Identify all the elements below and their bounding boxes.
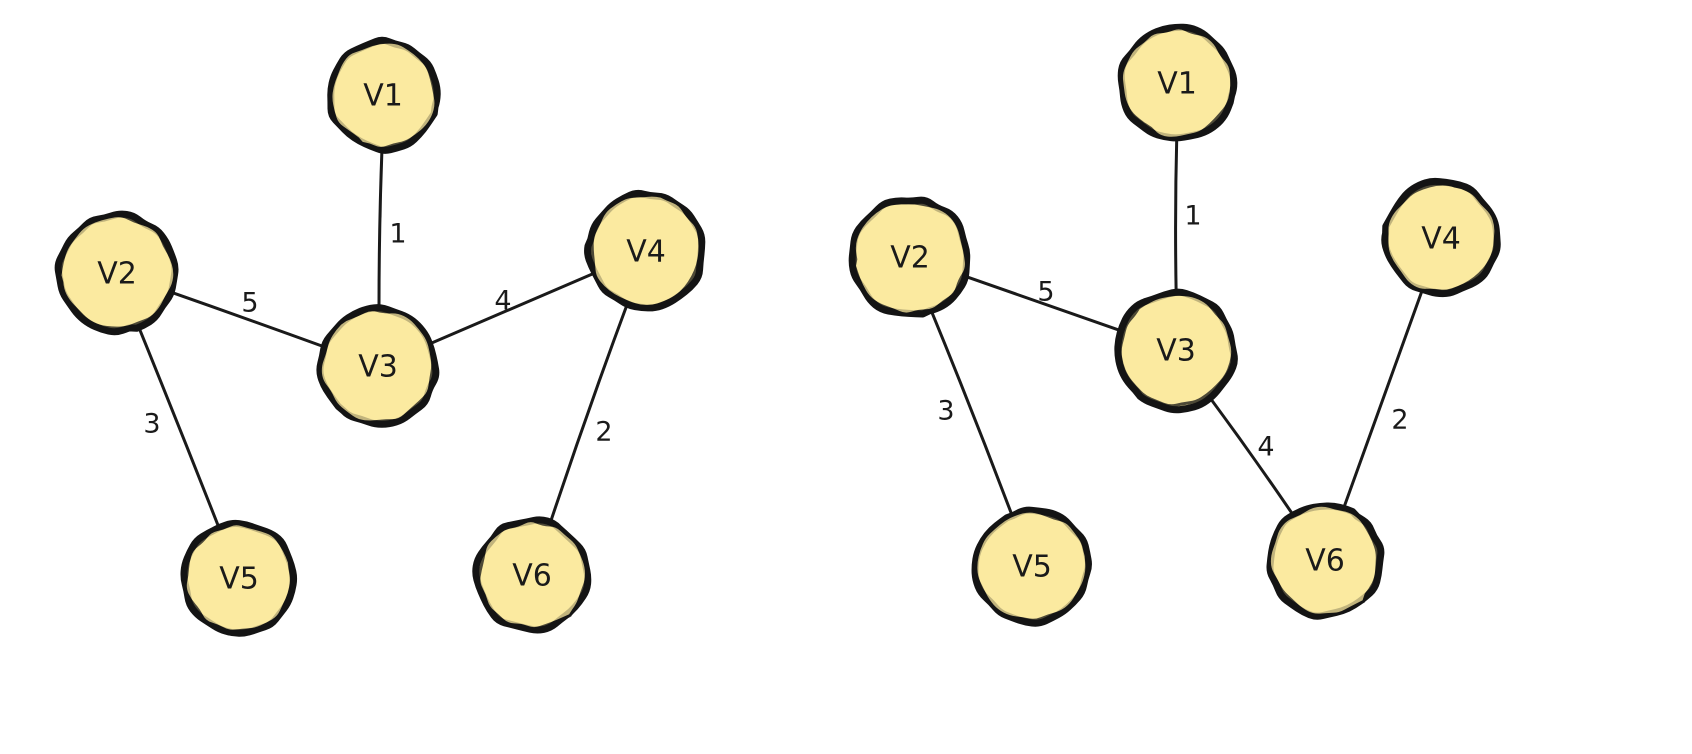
edge-left-graph-V4-V6 [547, 299, 630, 529]
node-label: V3 [1156, 334, 1196, 369]
edge-left-graph-V2-V3 [166, 289, 329, 350]
edge-weight-label: 4 [1257, 432, 1274, 463]
edge-weight-label: 3 [937, 396, 954, 427]
edge-weight-label: 5 [241, 288, 258, 319]
node-label: V2 [97, 257, 137, 292]
node-label: V1 [363, 79, 403, 114]
node-circle-overstroke [1385, 182, 1498, 293]
edges-layer [135, 133, 1425, 533]
edge-weight-label: 1 [1184, 201, 1201, 232]
node-circle-overstroke [58, 214, 177, 330]
node-right-graph-V5[interactable]: V5 [971, 506, 1092, 627]
node-left-graph-V2[interactable]: V2 [54, 210, 179, 336]
node-right-graph-V1[interactable]: V1 [1117, 23, 1238, 142]
node-label: V4 [626, 235, 666, 270]
node-label: V2 [890, 241, 930, 276]
edge-weight-label: 1 [389, 219, 406, 250]
node-label: V6 [1305, 544, 1345, 579]
edge-right-graph-V2-V5 [928, 305, 1015, 520]
node-circle-overstroke [477, 519, 589, 631]
edge-weights-layer: 1 5 4 3 2 1 5 4 3 2 [143, 201, 1408, 463]
edge-weight-label: 5 [1037, 277, 1054, 308]
node-label: V4 [1421, 222, 1461, 257]
node-circle-overstroke [1119, 26, 1234, 140]
node-left-graph-V6[interactable]: V6 [472, 516, 592, 634]
edge-weight-label: 2 [1391, 405, 1408, 436]
node-label: V6 [512, 559, 552, 594]
node-label: V5 [1012, 550, 1052, 585]
node-circle-overstroke [590, 193, 702, 308]
node-circle-overstroke [329, 40, 438, 150]
edge-right-graph-V3-V6 [1205, 392, 1297, 520]
edge-weight-label: 2 [595, 417, 612, 448]
node-circle-overstroke [1118, 292, 1235, 408]
node-right-graph-V6[interactable]: V6 [1266, 502, 1385, 620]
node-circle-overstroke [974, 509, 1089, 622]
node-circle-overstroke [183, 522, 293, 633]
node-circle-overstroke [318, 308, 435, 424]
node-circle-overstroke [1267, 503, 1379, 617]
node-left-graph-V4[interactable]: V4 [584, 189, 706, 312]
node-label: V5 [219, 562, 259, 597]
edge-weight-label: 3 [143, 409, 160, 440]
node-right-graph-V4[interactable]: V4 [1381, 177, 1501, 298]
edge-left-graph-V3-V4 [426, 270, 599, 347]
node-left-graph-V3[interactable]: V3 [316, 304, 440, 428]
edge-left-graph-V2-V5 [135, 321, 222, 533]
node-label: V1 [1157, 67, 1197, 102]
edge-right-graph-V1-V3 [1174, 133, 1179, 298]
edge-left-graph-V1-V3 [377, 143, 384, 314]
edge-right-graph-V4-V6 [1341, 285, 1425, 513]
edge-weight-label: 4 [494, 286, 511, 317]
node-label: V3 [358, 350, 398, 385]
node-right-graph-V3[interactable]: V3 [1114, 288, 1238, 414]
node-circle-overstroke [852, 201, 968, 316]
node-right-graph-V2[interactable]: V2 [848, 196, 971, 318]
edge-right-graph-V2-V3 [959, 273, 1127, 334]
node-left-graph-V1[interactable]: V1 [327, 36, 441, 154]
node-left-graph-V5[interactable]: V5 [180, 519, 298, 637]
